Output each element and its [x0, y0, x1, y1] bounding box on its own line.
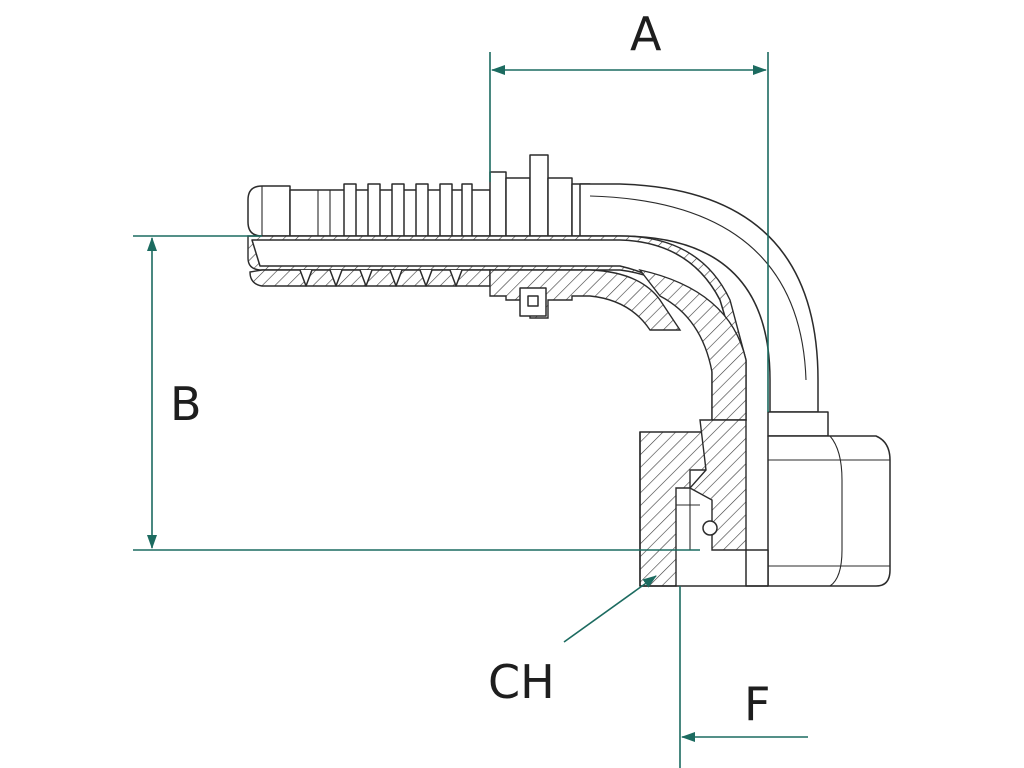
section-view: [247, 235, 747, 587]
hose-tail: [247, 154, 591, 237]
barb-grooves: [317, 183, 473, 237]
barb-teeth-section: [249, 269, 491, 287]
dimension-ch: CH: [488, 575, 657, 709]
swivel-nut: [639, 411, 891, 587]
nut-section: [639, 431, 707, 587]
collar-body-2: [547, 177, 573, 237]
o-ring: [702, 520, 718, 536]
dimension-f: F: [679, 586, 808, 768]
collar-ring: [489, 171, 507, 237]
label-a: A: [630, 7, 662, 61]
nut-hex: [767, 435, 891, 587]
dimension-a: A: [489, 7, 769, 412]
nut-neck: [767, 411, 829, 437]
label-f: F: [744, 677, 770, 731]
elbow-wall-section: [638, 268, 747, 421]
collar-body: [505, 177, 531, 237]
label-ch: CH: [488, 655, 555, 709]
flange: [529, 154, 549, 237]
tail-shank: [289, 189, 491, 237]
label-b: B: [170, 377, 202, 431]
tail-tip: [247, 185, 291, 237]
dimension-b: B: [133, 235, 700, 551]
